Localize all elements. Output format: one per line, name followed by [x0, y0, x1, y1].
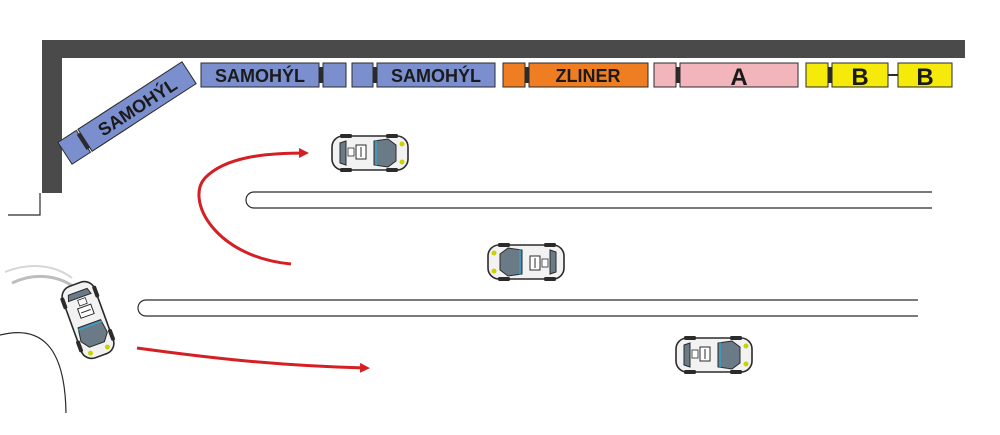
sign-row: SAMOHÝL SAMOHÝL ZLINER A B B — [200, 62, 953, 91]
sign-zone-b-2 — [897, 62, 953, 88]
lane-divider-lower — [137, 299, 918, 317]
sign-zliner-label: ZLINER — [556, 66, 621, 86]
sign-zone-a-small — [653, 62, 677, 88]
sign-zone-b-1-label: B — [851, 64, 868, 91]
lane-divider-upper — [245, 191, 932, 209]
track-edge-curve — [0, 331, 67, 414]
sign-zone-b-2-label: B — [916, 64, 933, 91]
sign-zone-b-small — [805, 62, 829, 88]
sign-samohyl-2 — [376, 62, 496, 88]
sign-samohyl-diagonal-label: SAMOHÝL — [94, 74, 181, 141]
sign-connector — [828, 67, 832, 83]
sign-zliner — [528, 62, 649, 88]
straight-arrow-icon — [136, 346, 370, 373]
sign-samohyl-diagonal: SAMOHÝL — [57, 61, 197, 165]
sign-connector — [525, 67, 529, 83]
track-wall — [42, 40, 965, 193]
sign-connector — [319, 67, 323, 83]
car-icon — [331, 133, 409, 173]
car-icon — [56, 276, 120, 364]
u-turn-arrow-icon — [197, 148, 309, 266]
sign-samohyl-small-1 — [322, 62, 347, 88]
car-icon — [487, 242, 565, 282]
sign-zliner-small — [502, 62, 526, 88]
car-motion-trail — [4, 265, 73, 279]
sign-samohyl-2-label: SAMOHÝL — [391, 65, 481, 86]
sign-zone-a — [679, 62, 799, 88]
sign-samohyl-1 — [200, 62, 320, 88]
sign-samohyl-1-label: SAMOHÝL — [215, 65, 305, 86]
sign-connector — [676, 67, 680, 83]
track-edge-corner — [8, 193, 41, 216]
sign-zone-a-label: A — [730, 64, 747, 91]
sign-connector — [373, 67, 377, 83]
car-icon — [675, 335, 753, 375]
sign-samohyl-small-2 — [351, 62, 374, 88]
